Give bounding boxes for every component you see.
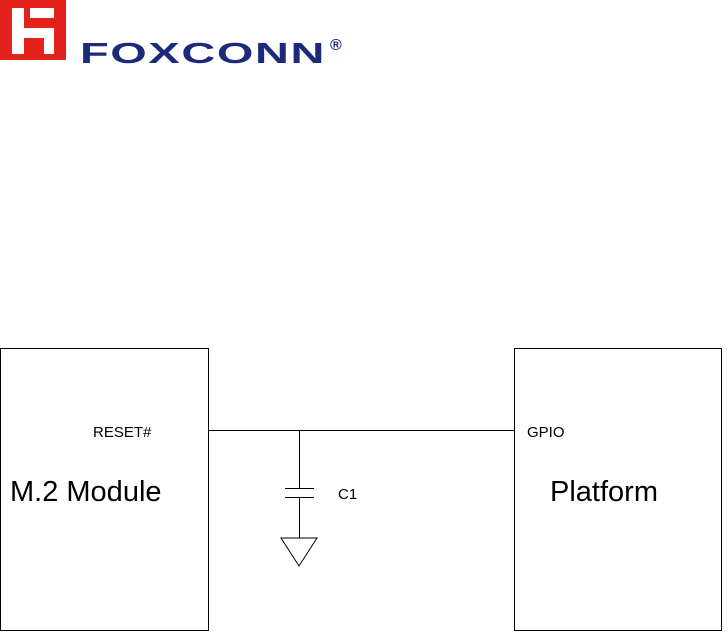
reset-pin-label: RESET# xyxy=(93,424,152,441)
foxconn-logo: FOXCONN ® xyxy=(0,0,342,70)
m2-module-block: RESET# M.2 Module xyxy=(1,349,209,631)
ground-icon xyxy=(281,538,317,566)
platform-label: Platform xyxy=(550,476,658,508)
gpio-pin-label: GPIO xyxy=(527,424,565,441)
registered-mark: ® xyxy=(330,37,342,54)
foxconn-mark-icon xyxy=(0,0,66,60)
platform-block: GPIO Platform xyxy=(515,349,722,631)
foxconn-logo-text: FOXCONN xyxy=(80,38,326,70)
m2-module-label: M.2 Module xyxy=(10,476,162,508)
capacitor-c1: C1 xyxy=(281,430,357,566)
capacitor-label: C1 xyxy=(338,486,357,503)
